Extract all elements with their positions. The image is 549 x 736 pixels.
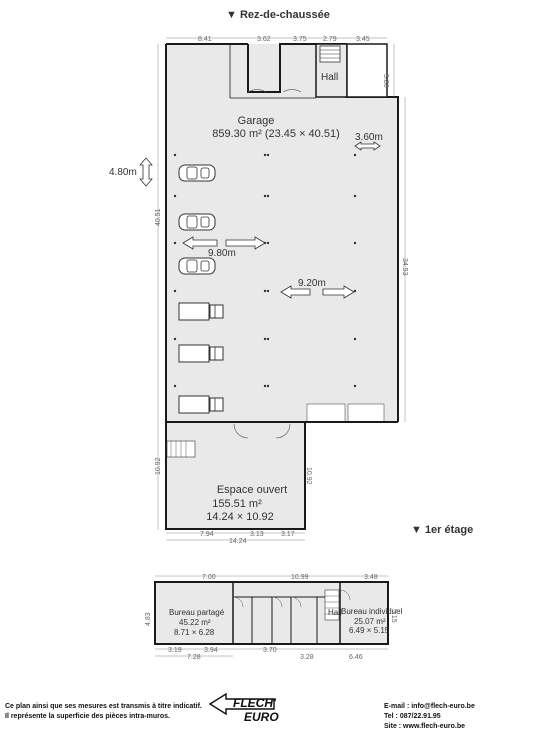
first-bottom-dimensions: 3.19 3.94 7.28 3.70 3.28 6.46 — [155, 647, 388, 661]
dim-first-bottom-1: 3.19 — [168, 647, 182, 654]
espace-area: 155.51 m² — [212, 498, 262, 510]
logo-line1: FLECH' — [233, 696, 277, 710]
flech-euro-logo: FLECH' EURO — [208, 692, 279, 724]
dim-first-left: 4.83 — [145, 612, 152, 626]
truck-icon — [178, 344, 224, 363]
column-markers — [173, 153, 357, 388]
garage-label: Garage — [238, 115, 275, 127]
dim-first-bottom-4: 3.70 — [263, 647, 277, 654]
dim-first-top-2: 10.99 — [291, 574, 309, 581]
bureau-indiv-area: 25.07 m² — [354, 617, 386, 626]
ground-hall-label: Hall — [321, 72, 338, 83]
dim-bottom-1: 7.94 — [200, 531, 214, 538]
car-icon — [178, 257, 216, 275]
arrow-left-icon — [280, 285, 311, 299]
dim-first-top-1: 7.00 — [202, 574, 216, 581]
span-3-60: 3.60m — [355, 132, 383, 143]
contact-block: E-mail : info@flech-euro.be Tel : 087/22… — [384, 702, 544, 732]
dim-first-bottom-2: 3.94 — [204, 647, 218, 654]
arrow-right-icon — [225, 236, 266, 250]
bureau-indiv-label: Bureau individuel — [341, 607, 403, 616]
garage-area: 859.30 m² (23.45 × 40.51) — [212, 128, 340, 140]
disclaimer: Ce plan ainsi que ses mesures est transm… — [5, 702, 205, 722]
first-floor-title: ▼ 1er étage — [411, 524, 473, 536]
first-top-dimensions: 7.00 10.99 3.48 — [155, 574, 388, 581]
contact-site[interactable]: Site : www.flech-euro.be — [384, 723, 466, 730]
disclaimer-line-2: Il représente la superficie des pièces i… — [5, 713, 170, 720]
car-icon — [178, 213, 216, 231]
dim-first-bottom-6: 6.46 — [349, 654, 363, 661]
espace-label: Espace ouvert — [217, 484, 287, 496]
first-stairs — [324, 589, 340, 621]
espace-ouvert-room — [165, 421, 306, 530]
span-9-20: 9.20m — [298, 278, 326, 289]
garage-door — [347, 403, 385, 423]
bureau-partage-label: Bureau partagé — [169, 608, 225, 617]
espace-dims: 14.24 × 10.92 — [206, 511, 274, 523]
dim-espace-right: 10.92 — [305, 467, 312, 485]
dim-top-3: 3.75 — [293, 36, 307, 43]
dim-top-4: 2.79 — [323, 36, 337, 43]
car-icon — [178, 164, 216, 182]
dim-first-bottom-5: 3.28 — [300, 654, 314, 661]
bureau-partage-dims: 8.71 × 6.28 — [174, 628, 215, 637]
truck-icon — [178, 302, 224, 321]
dim-bottom-4: 3.17 — [281, 531, 295, 538]
span-9-80: 9.80m — [208, 248, 236, 259]
dim-espace-left: 10.92 — [155, 457, 162, 475]
ground-floor-title: ▼ Rez-de-chaussée — [226, 9, 330, 21]
ground-top-dimensions: 8.41 3.62 3.75 2.79 3.45 — [166, 36, 387, 43]
truck-icon — [178, 395, 224, 414]
bureau-partage-area: 45.22 m² — [179, 618, 211, 627]
dim-top-5: 3.45 — [356, 36, 370, 43]
contact-email[interactable]: E-mail : info@flech-euro.be — [384, 703, 475, 710]
dim-first-bottom-3: 7.28 — [187, 654, 201, 661]
vertical-arrow-icon — [139, 157, 153, 187]
dim-right: 34.53 — [401, 258, 408, 276]
dim-top-1: 8.41 — [198, 36, 212, 43]
dim-first-top-3: 3.48 — [364, 574, 378, 581]
bureau-indiv-dims: 6.49 × 5.15 — [349, 626, 390, 635]
arrow-left-icon — [182, 236, 218, 250]
dim-left: 40.51 — [155, 208, 162, 226]
first-hall-label: Hall — [328, 608, 342, 617]
dim-hall-right: 5.86 — [382, 74, 389, 88]
dim-bottom-2: 14.24 — [229, 538, 247, 545]
ground-bottom-dimensions: 7.94 14.24 3.13 3.17 — [166, 531, 305, 545]
arrow-right-icon — [322, 285, 355, 299]
garage-door — [306, 403, 346, 423]
dim-first-right: 5.15 — [390, 609, 397, 623]
height-4-80: 4.80m — [109, 167, 137, 178]
dim-bottom-3: 3.13 — [250, 531, 264, 538]
contact-tel[interactable]: Tel : 087/22.91.95 — [384, 713, 441, 720]
ground-hall-annex — [346, 43, 388, 98]
dim-top-2: 3.62 — [257, 36, 271, 43]
logo-line2: EURO — [244, 710, 279, 724]
disclaimer-line-1: Ce plan ainsi que ses mesures est transm… — [5, 703, 202, 710]
arrow-3-60-icon — [354, 141, 381, 151]
